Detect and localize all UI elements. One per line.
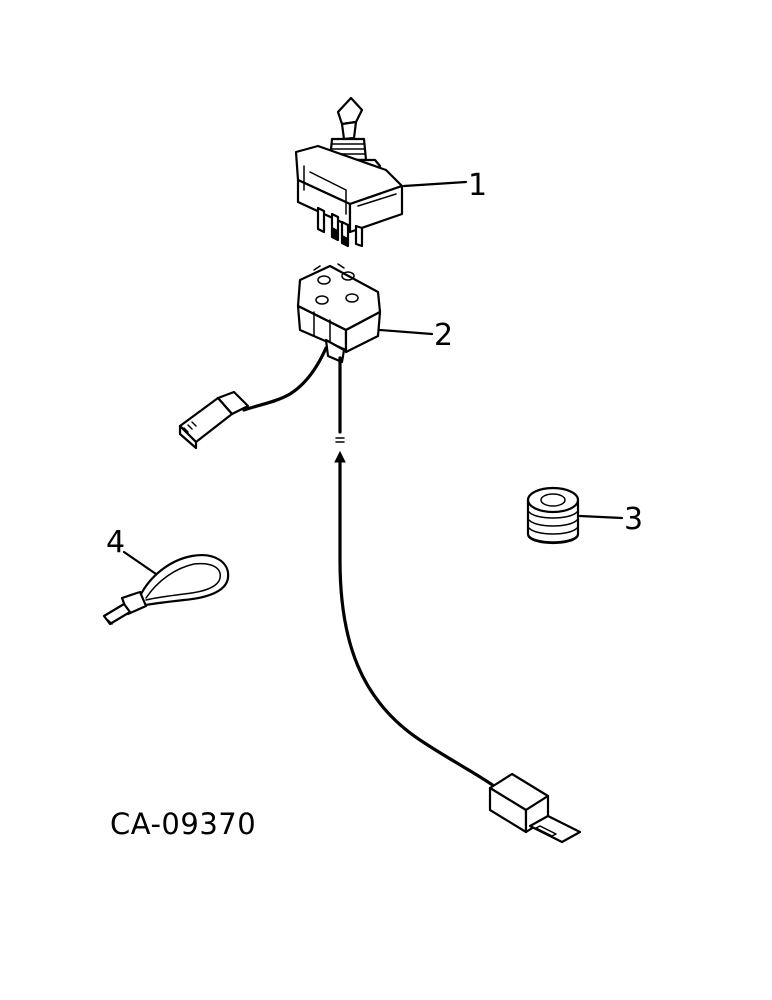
drawing-id: CA-09370: [110, 807, 256, 841]
toggle-switch: [294, 96, 404, 248]
switch-connector: [296, 263, 382, 364]
callout-2: 2: [434, 318, 453, 353]
callout-1: 1: [468, 168, 487, 203]
leader-line-4: [122, 550, 158, 576]
harness-short-lead: [242, 346, 328, 412]
cable-tie: [102, 554, 230, 626]
harness-plug-large: [488, 772, 582, 844]
grommet: [526, 486, 580, 544]
harness-long-lead: [334, 356, 496, 788]
leader-line-3: [578, 514, 624, 520]
leader-line-1: [402, 180, 468, 188]
callout-3: 3: [624, 502, 643, 537]
callout-4: 4: [106, 525, 125, 560]
harness-plug-small: [178, 390, 250, 450]
leader-line-2: [378, 328, 434, 336]
